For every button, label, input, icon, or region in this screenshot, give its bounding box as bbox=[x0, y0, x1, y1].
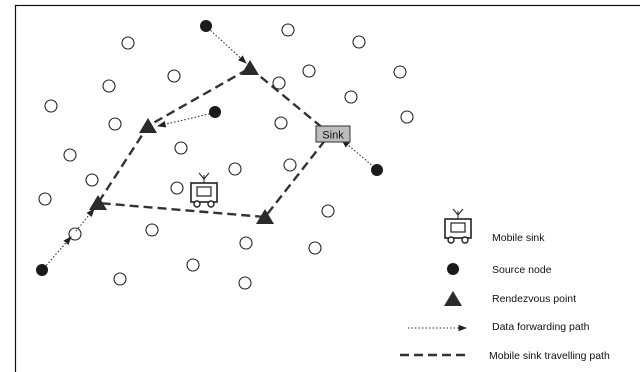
data-forwarding-path bbox=[207, 27, 247, 64]
sensor-node bbox=[283, 158, 297, 172]
sensor-node bbox=[344, 90, 358, 104]
legend-label-mobile-sink: Mobile sink bbox=[492, 232, 545, 244]
sensor-node bbox=[239, 236, 253, 250]
sink-label: Sink bbox=[322, 130, 344, 142]
sensor-node bbox=[400, 110, 414, 124]
sensor-node bbox=[352, 35, 366, 49]
sensor-node bbox=[170, 181, 184, 195]
data-forwarding-path bbox=[156, 112, 214, 128]
sensor-node bbox=[186, 258, 200, 272]
sensor-node-group bbox=[38, 23, 414, 290]
sensor-node bbox=[321, 204, 335, 218]
sensor-node bbox=[44, 99, 58, 113]
sensor-node bbox=[308, 241, 322, 255]
sink-node: Sink bbox=[315, 125, 351, 143]
legend-label-mobile-sink-travelling-path: Mobile sink travelling path bbox=[489, 350, 610, 362]
sensor-node bbox=[121, 36, 135, 50]
mobile-sink-icon bbox=[190, 172, 218, 208]
legend-label-source-node: Source node bbox=[492, 264, 552, 276]
rendezvous-point-icon bbox=[444, 291, 462, 306]
sensor-node bbox=[281, 23, 295, 37]
sensor-node bbox=[85, 173, 99, 187]
source-node bbox=[209, 106, 221, 118]
sensor-node bbox=[272, 76, 286, 90]
rendezvous-point bbox=[256, 209, 274, 224]
data-forwarding-path bbox=[75, 208, 95, 232]
data-forwarding-path bbox=[341, 139, 375, 168]
legend-label-rendezvous-point: Rendezvous point bbox=[492, 293, 576, 305]
sensor-node bbox=[68, 227, 82, 241]
legend-label-data-forwarding-path: Data forwarding path bbox=[492, 321, 590, 333]
source-node bbox=[371, 164, 383, 176]
data-forwarding-path bbox=[43, 236, 72, 269]
sensor-node bbox=[238, 276, 252, 290]
sensor-node bbox=[145, 223, 159, 237]
sensor-node bbox=[63, 148, 77, 162]
sensor-node bbox=[113, 272, 127, 286]
rendezvous-point bbox=[241, 60, 259, 75]
rendezvous-point bbox=[139, 118, 157, 133]
legend: Mobile sink Source node Rendezvous point… bbox=[400, 208, 610, 362]
diagram-frame bbox=[14, 4, 640, 372]
sensor-node bbox=[167, 69, 181, 83]
source-node-icon bbox=[447, 263, 459, 275]
sensor-node bbox=[174, 141, 188, 155]
sensor-node bbox=[38, 192, 52, 206]
sensor-node bbox=[393, 65, 407, 79]
mobile-sink-travelling-path bbox=[95, 66, 332, 219]
sensor-node bbox=[274, 116, 288, 130]
sensor-node bbox=[228, 162, 242, 176]
sensor-node bbox=[302, 64, 316, 78]
source-node bbox=[200, 20, 212, 32]
mobile-sink-icon bbox=[444, 208, 472, 244]
rendezvous-point bbox=[89, 195, 107, 210]
source-node bbox=[36, 264, 48, 276]
sensor-node bbox=[102, 79, 116, 93]
sensor-node bbox=[108, 117, 122, 131]
